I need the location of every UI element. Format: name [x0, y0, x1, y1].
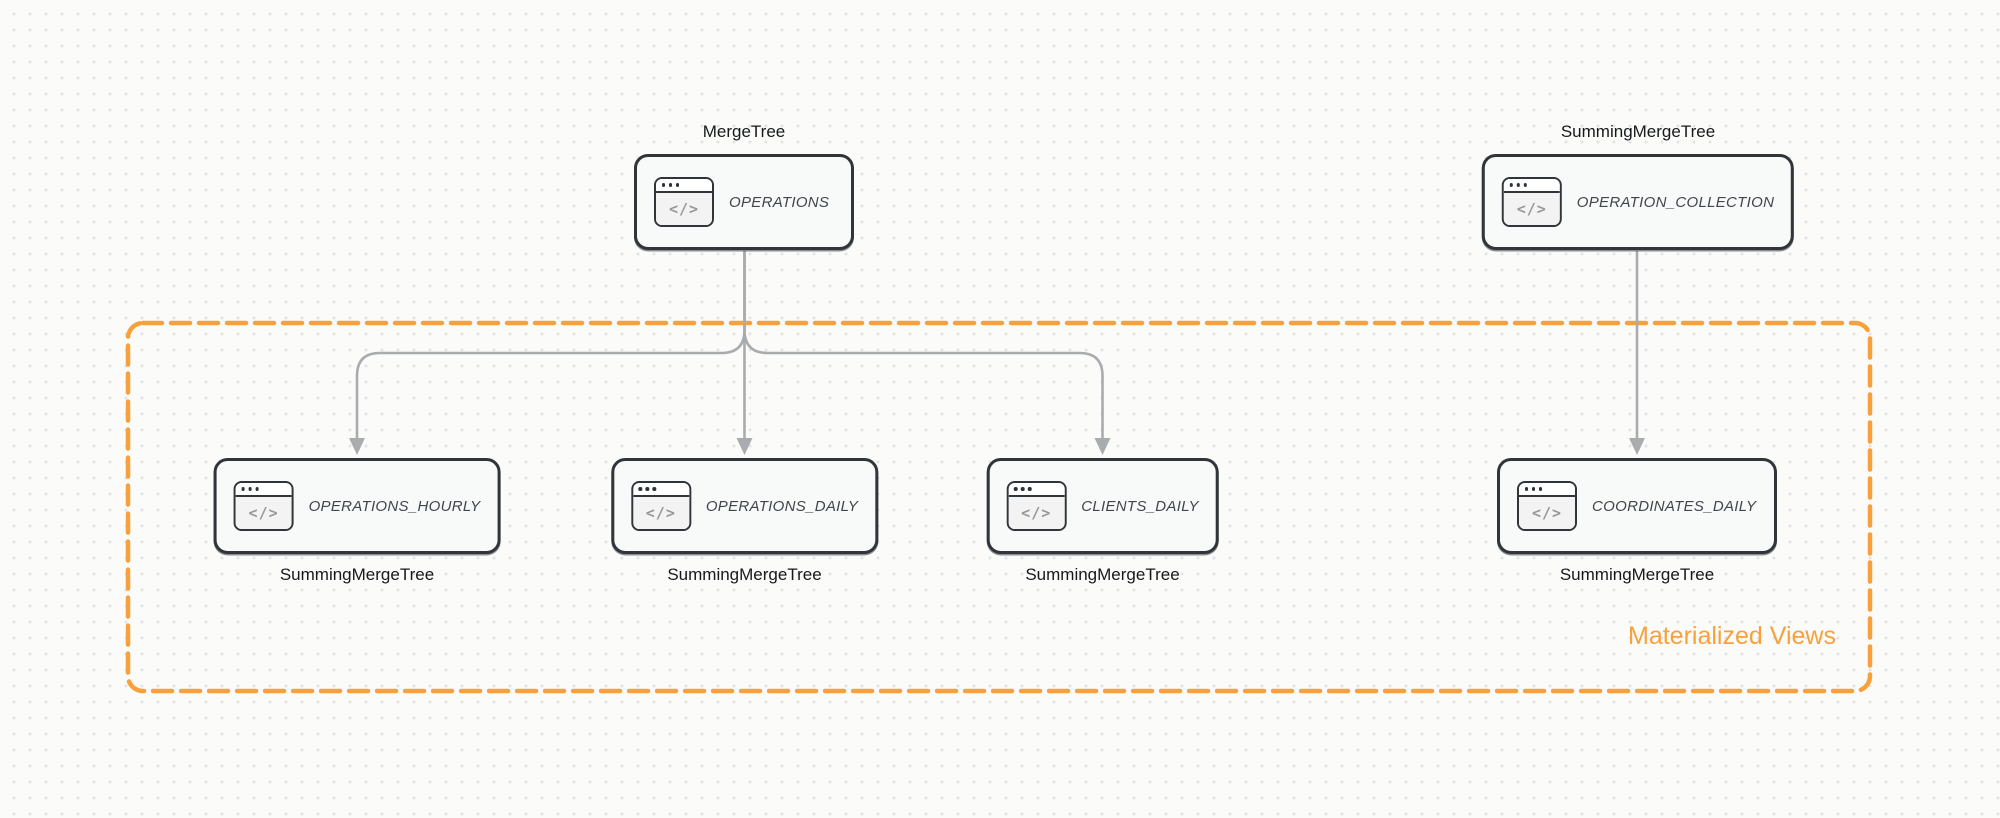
window-dots — [235, 483, 292, 497]
window-dots — [656, 179, 712, 193]
table-shape-coordinates-daily[interactable]: </> COORDINATES_DAILY — [1497, 458, 1777, 554]
engine-label: SummingMergeTree — [279, 565, 435, 584]
table-name: OPERATIONS_DAILY — [705, 497, 859, 515]
engine-label: SummingMergeTree — [1559, 565, 1715, 584]
arrowhead-daily — [736, 438, 753, 455]
code-window-icon: </> — [233, 481, 294, 531]
window-dots — [1503, 179, 1560, 193]
engine-label: MergeTree — [702, 122, 786, 141]
code-window-icon: </> — [1517, 481, 1577, 531]
code-glyph: </> — [1519, 497, 1575, 529]
table-shape-operations-hourly[interactable]: </> OPERATIONS_HOURLY — [213, 458, 501, 554]
table-name: COORDINATES_DAILY — [1592, 497, 1757, 515]
window-dots — [632, 483, 689, 497]
engine-label: SummingMergeTree — [1025, 565, 1180, 584]
arrowhead-clients — [1094, 438, 1111, 455]
table-name: OPERATIONS_HOURLY — [308, 497, 481, 515]
node-clients-daily: </> CLIENTS_DAILY SummingMergeTree — [986, 458, 1219, 585]
node-coordinates-daily: </> COORDINATES_DAILY SummingMergeTree — [1497, 458, 1777, 585]
code-glyph: </> — [1503, 193, 1560, 225]
code-window-icon: </> — [654, 177, 714, 227]
code-window-icon: </> — [630, 481, 691, 531]
table-name: CLIENTS_DAILY — [1081, 497, 1199, 515]
table-shape-operations[interactable]: </> OPERATIONS — [634, 154, 854, 250]
connector-operations-to-clients — [743, 250, 1104, 442]
arrowhead-coordinates — [1629, 438, 1645, 455]
code-glyph: </> — [632, 497, 689, 529]
window-dots — [1008, 483, 1065, 497]
code-glyph: </> — [1008, 497, 1065, 529]
connector-operations-to-hourly — [355, 250, 746, 442]
code-window-icon: </> — [1501, 177, 1562, 227]
materialized-views-group-label: Materialized Views — [1628, 622, 1836, 650]
materialized-views-group-border — [125, 320, 1873, 694]
table-shape-operations-daily[interactable]: </> OPERATIONS_DAILY — [610, 458, 879, 554]
code-glyph: </> — [656, 193, 712, 225]
window-dots — [1519, 483, 1575, 497]
engine-label: SummingMergeTree — [1560, 122, 1716, 141]
arrowhead-hourly — [349, 438, 365, 455]
table-shape-clients-daily[interactable]: </> CLIENTS_DAILY — [986, 458, 1219, 554]
table-name: OPERATION_COLLECTION — [1576, 193, 1775, 211]
node-operations-hourly: </> OPERATIONS_HOURLY SummingMergeTree — [213, 458, 501, 585]
node-operations: MergeTree </> OPERATIONS — [634, 122, 854, 250]
node-operations-daily: </> OPERATIONS_DAILY SummingMergeTree — [610, 458, 879, 585]
code-window-icon: </> — [1006, 481, 1067, 531]
table-name: OPERATIONS — [729, 193, 830, 211]
node-operation-collection: SummingMergeTree </> OPERATION_COLLECTIO… — [1481, 122, 1795, 250]
table-shape-operation-collection[interactable]: </> OPERATION_COLLECTION — [1481, 154, 1795, 250]
engine-label: SummingMergeTree — [667, 565, 822, 584]
code-glyph: </> — [235, 497, 292, 529]
